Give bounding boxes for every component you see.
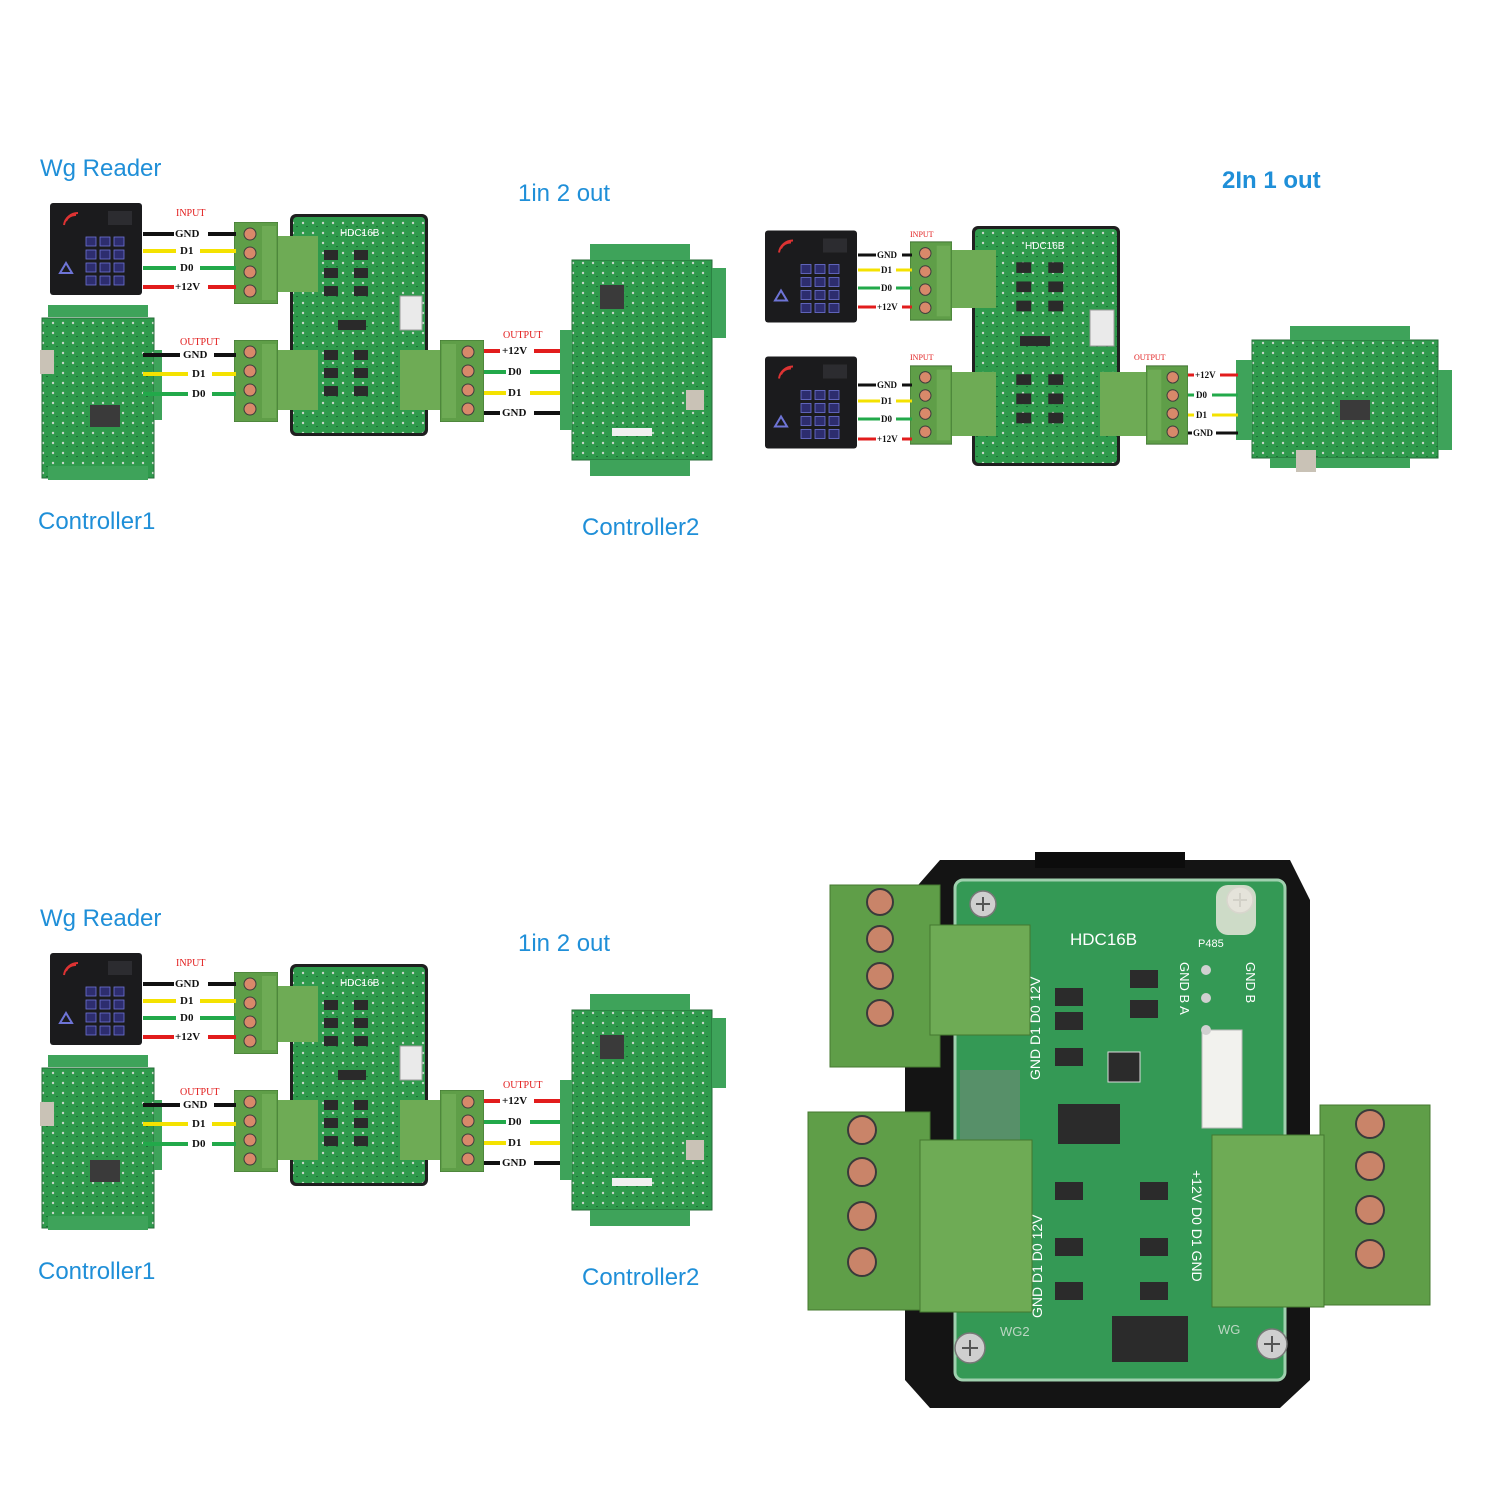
photo-silk-top-right-2: GND B bbox=[1243, 962, 1258, 1003]
pin-label: GND bbox=[183, 349, 208, 361]
mode-label-2in1out: 2In 1 out bbox=[1222, 167, 1321, 194]
panel-1-diagram: HDC16B bbox=[40, 203, 726, 480]
pin-label: +12V bbox=[502, 1095, 527, 1107]
photo-board-label: HDC16B bbox=[1070, 930, 1137, 949]
photo-terminal-right bbox=[1211, 1104, 1431, 1308]
pin-label: GND bbox=[175, 228, 200, 240]
wg-reader-device-1 bbox=[765, 229, 857, 324]
output-left-label: OUTPUT bbox=[180, 1087, 219, 1098]
pin-label: D0 bbox=[192, 388, 206, 400]
hdc16b-module-2: HDC16B bbox=[910, 226, 1188, 466]
photo-wg-label: WG bbox=[1218, 1322, 1240, 1337]
pin-label: D1 bbox=[180, 245, 193, 257]
photo-silk-bottom-left: GND D1 D0 12V bbox=[1029, 1214, 1045, 1318]
pin-label: D1 bbox=[1196, 410, 1207, 420]
pin-label: GND bbox=[502, 1157, 527, 1169]
wg-reader-label-2: Wg Reader bbox=[40, 905, 162, 932]
photo-port-label: P485 bbox=[1198, 938, 1224, 950]
pin-label: +12V bbox=[175, 281, 200, 293]
controller-board-2in1 bbox=[1236, 326, 1452, 472]
photo-silk-bottom-right: +12V D0 D1 GND bbox=[1189, 1170, 1205, 1282]
pin-label: D0 bbox=[881, 283, 892, 293]
controller2-board bbox=[560, 244, 726, 476]
board-label: HDC16B bbox=[1025, 241, 1065, 252]
pin-label: GND bbox=[183, 1099, 208, 1111]
controller1-board bbox=[40, 305, 162, 480]
hdc16b-module: HDC16B bbox=[234, 214, 484, 436]
output-left-label: OUTPUT bbox=[180, 337, 219, 348]
panel-3-diagram: HDC16B bbox=[40, 953, 726, 1230]
wg-reader-device bbox=[50, 203, 142, 295]
pin-label: +12V bbox=[877, 434, 898, 444]
pin-label: GND bbox=[877, 380, 898, 390]
pin-label: D0 bbox=[508, 366, 522, 378]
board-label: HDC16B bbox=[340, 228, 380, 239]
wg-reader-device bbox=[50, 953, 142, 1045]
pin-label: D0 bbox=[1196, 390, 1207, 400]
hdc16b-product-photo: HDC16B P485 GND D1 D0 12V GND D1 D0 12V … bbox=[807, 852, 1431, 1408]
controller1-label: Controller1 bbox=[38, 508, 156, 535]
pin-label: GND bbox=[502, 407, 527, 419]
pin-label: D1 bbox=[508, 1137, 521, 1149]
photo-silk-top-right-1: GND B A bbox=[1177, 962, 1192, 1015]
pin-label: +12V bbox=[175, 1031, 200, 1043]
photo-terminal-bottom-left bbox=[807, 1111, 1033, 1313]
photo-silk-top-left: GND D1 D0 12V bbox=[1027, 976, 1043, 1080]
pin-label: +12V bbox=[877, 302, 898, 312]
pin-label: D0 bbox=[180, 1012, 194, 1024]
pin-label: D1 bbox=[192, 368, 205, 380]
pin-label: D0 bbox=[881, 414, 892, 424]
pin-label: D1 bbox=[881, 396, 892, 406]
pin-label: D1 bbox=[881, 265, 892, 275]
controller2-label-2: Controller2 bbox=[582, 1264, 700, 1291]
pin-label: D0 bbox=[508, 1116, 522, 1128]
pin-label: GND bbox=[1193, 428, 1214, 438]
wg-reader-label: Wg Reader bbox=[40, 155, 162, 182]
pin-label: D1 bbox=[508, 387, 521, 399]
pin-label: D0 bbox=[192, 1138, 206, 1150]
mode-label-3: 1in 2 out bbox=[518, 930, 611, 957]
panel-2-diagram: HDC16B bbox=[765, 226, 1452, 472]
pin-label: GND bbox=[175, 978, 200, 990]
pin-label: D1 bbox=[192, 1118, 205, 1130]
pin-label: GND bbox=[877, 250, 898, 260]
controller2-label: Controller2 bbox=[582, 514, 700, 541]
photo-wg2-label: WG2 bbox=[1000, 1324, 1030, 1339]
pin-label: +12V bbox=[502, 345, 527, 357]
wg-reader-device-2 bbox=[765, 355, 857, 450]
board-label: HDC16B bbox=[340, 978, 380, 989]
wire-label-backs bbox=[174, 226, 534, 419]
controller1-label-2: Controller1 bbox=[38, 1258, 156, 1285]
pin-label: D0 bbox=[180, 262, 194, 274]
output-right-label: OUTPUT bbox=[503, 330, 542, 341]
input-label: INPUT bbox=[176, 208, 205, 219]
output-right-label: OUTPUT bbox=[503, 1080, 542, 1091]
input-label: INPUT bbox=[176, 958, 205, 969]
pin-label: +12V bbox=[1195, 370, 1216, 380]
pin-label: D1 bbox=[180, 995, 193, 1007]
input2-label: INPUT bbox=[910, 353, 934, 362]
input1-label: INPUT bbox=[910, 230, 934, 239]
output-label: OUTPUT bbox=[1134, 353, 1166, 362]
mode-label: 1in 2 out bbox=[518, 180, 611, 207]
photo-terminal-top-left bbox=[829, 884, 1031, 1068]
